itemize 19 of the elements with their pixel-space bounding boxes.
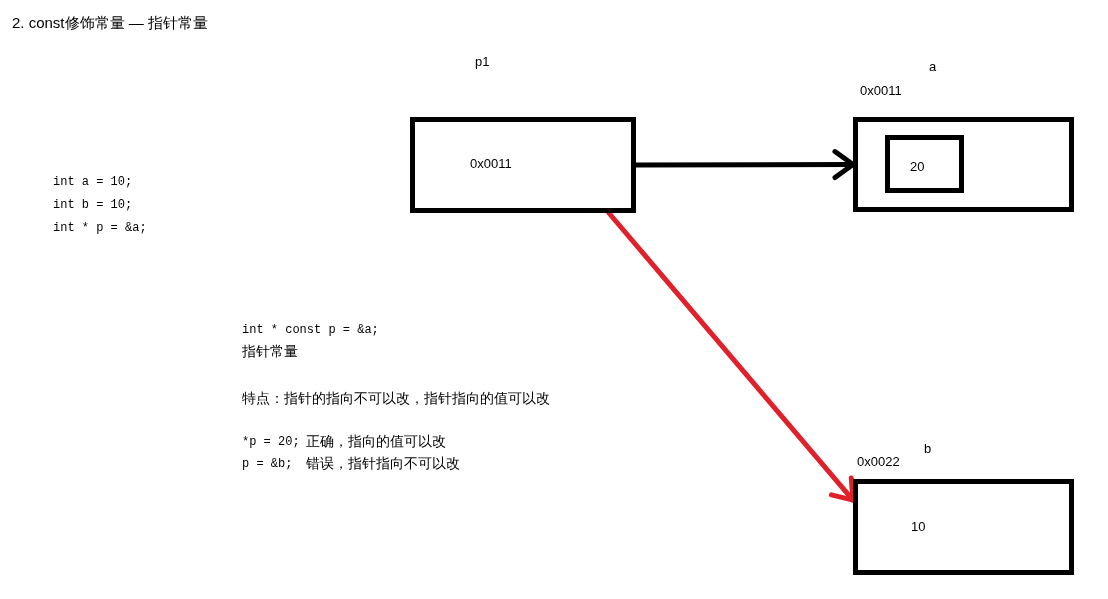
note-text: 指针常量 bbox=[242, 344, 298, 358]
address-label: 0x0011 bbox=[860, 84, 902, 97]
note-text: 特点：指针的指向不可以改，指针指向的值可以改 bbox=[242, 391, 550, 405]
note-text: 正确，指向的值可以改 bbox=[306, 434, 446, 448]
code-line: int b = 10; bbox=[53, 199, 133, 211]
cell-value: 0x0011 bbox=[470, 157, 512, 170]
code-line: *p = 20; bbox=[242, 436, 300, 448]
code-line: int a = 10; bbox=[53, 176, 133, 188]
title: 2. const修饰常量 — 指针常量 bbox=[12, 13, 208, 33]
variable-name: b bbox=[924, 442, 932, 455]
variable-name: p1 bbox=[475, 55, 490, 68]
code-line: int * const p = &a; bbox=[242, 324, 379, 336]
cell-value: 20 bbox=[910, 160, 925, 173]
code-line: p = &b; bbox=[242, 458, 293, 470]
code-line: int * p = &a; bbox=[53, 222, 147, 234]
note-text: 错误，指针指向不可以改 bbox=[306, 456, 460, 470]
address-label: 0x0022 bbox=[857, 455, 900, 468]
cell-value: 10 bbox=[911, 520, 926, 533]
variable-name: a bbox=[929, 60, 937, 73]
